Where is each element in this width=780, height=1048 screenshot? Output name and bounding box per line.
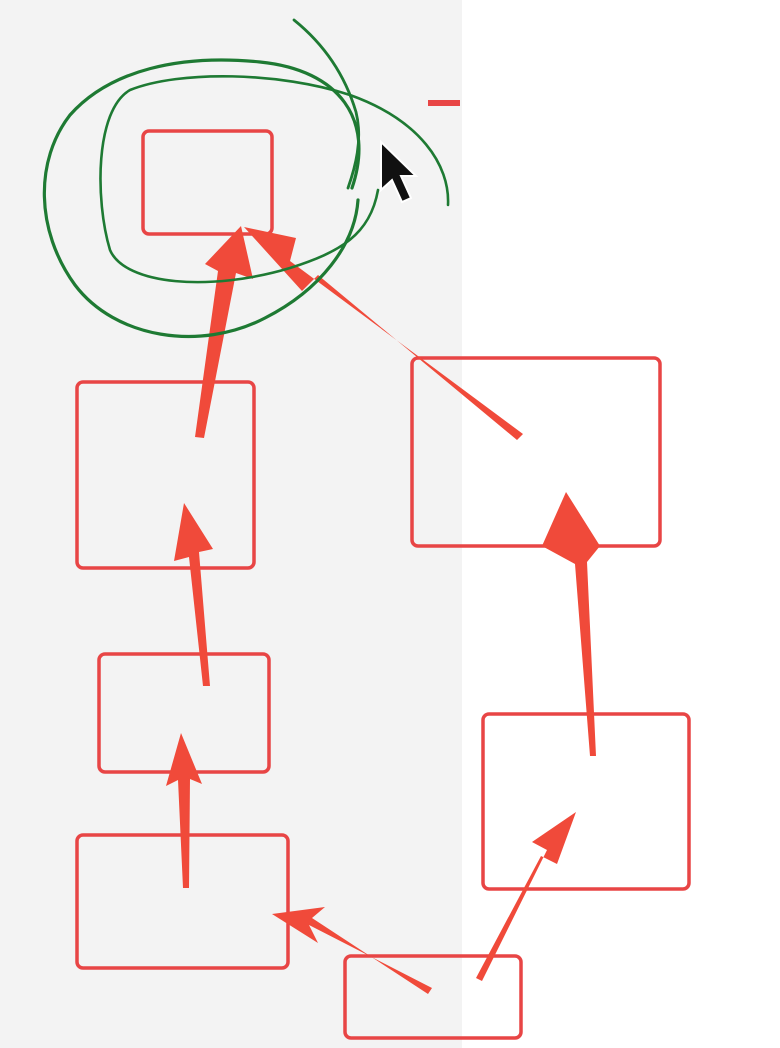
arrow-left-lower-to-left-middle: [166, 733, 202, 888]
hand-drawn-highlight-circle: [42, 18, 450, 339]
green-circle-inner: [99, 74, 450, 284]
node-bottom-center: [343, 954, 523, 1040]
node-top-target: [141, 129, 274, 236]
arrow-right-lower-to-right-upper: [542, 492, 600, 756]
arrow-bottom-center-to-left-lower: [272, 907, 432, 994]
arrow-bottom-center-to-right-lower: [476, 812, 576, 981]
mouse-pointer-icon: [380, 139, 419, 204]
edge-arrows: [166, 226, 600, 994]
node-right-lower: [481, 712, 691, 891]
arrow-right-upper-to-top-target: [244, 227, 523, 440]
green-stroke-tail: [292, 18, 361, 190]
node-right-upper: [410, 356, 662, 548]
node-left-upper: [75, 380, 256, 570]
arrow-left-middle-to-left-upper: [174, 503, 213, 686]
green-circle-outer: [42, 58, 361, 339]
node-boxes: [75, 129, 691, 1040]
